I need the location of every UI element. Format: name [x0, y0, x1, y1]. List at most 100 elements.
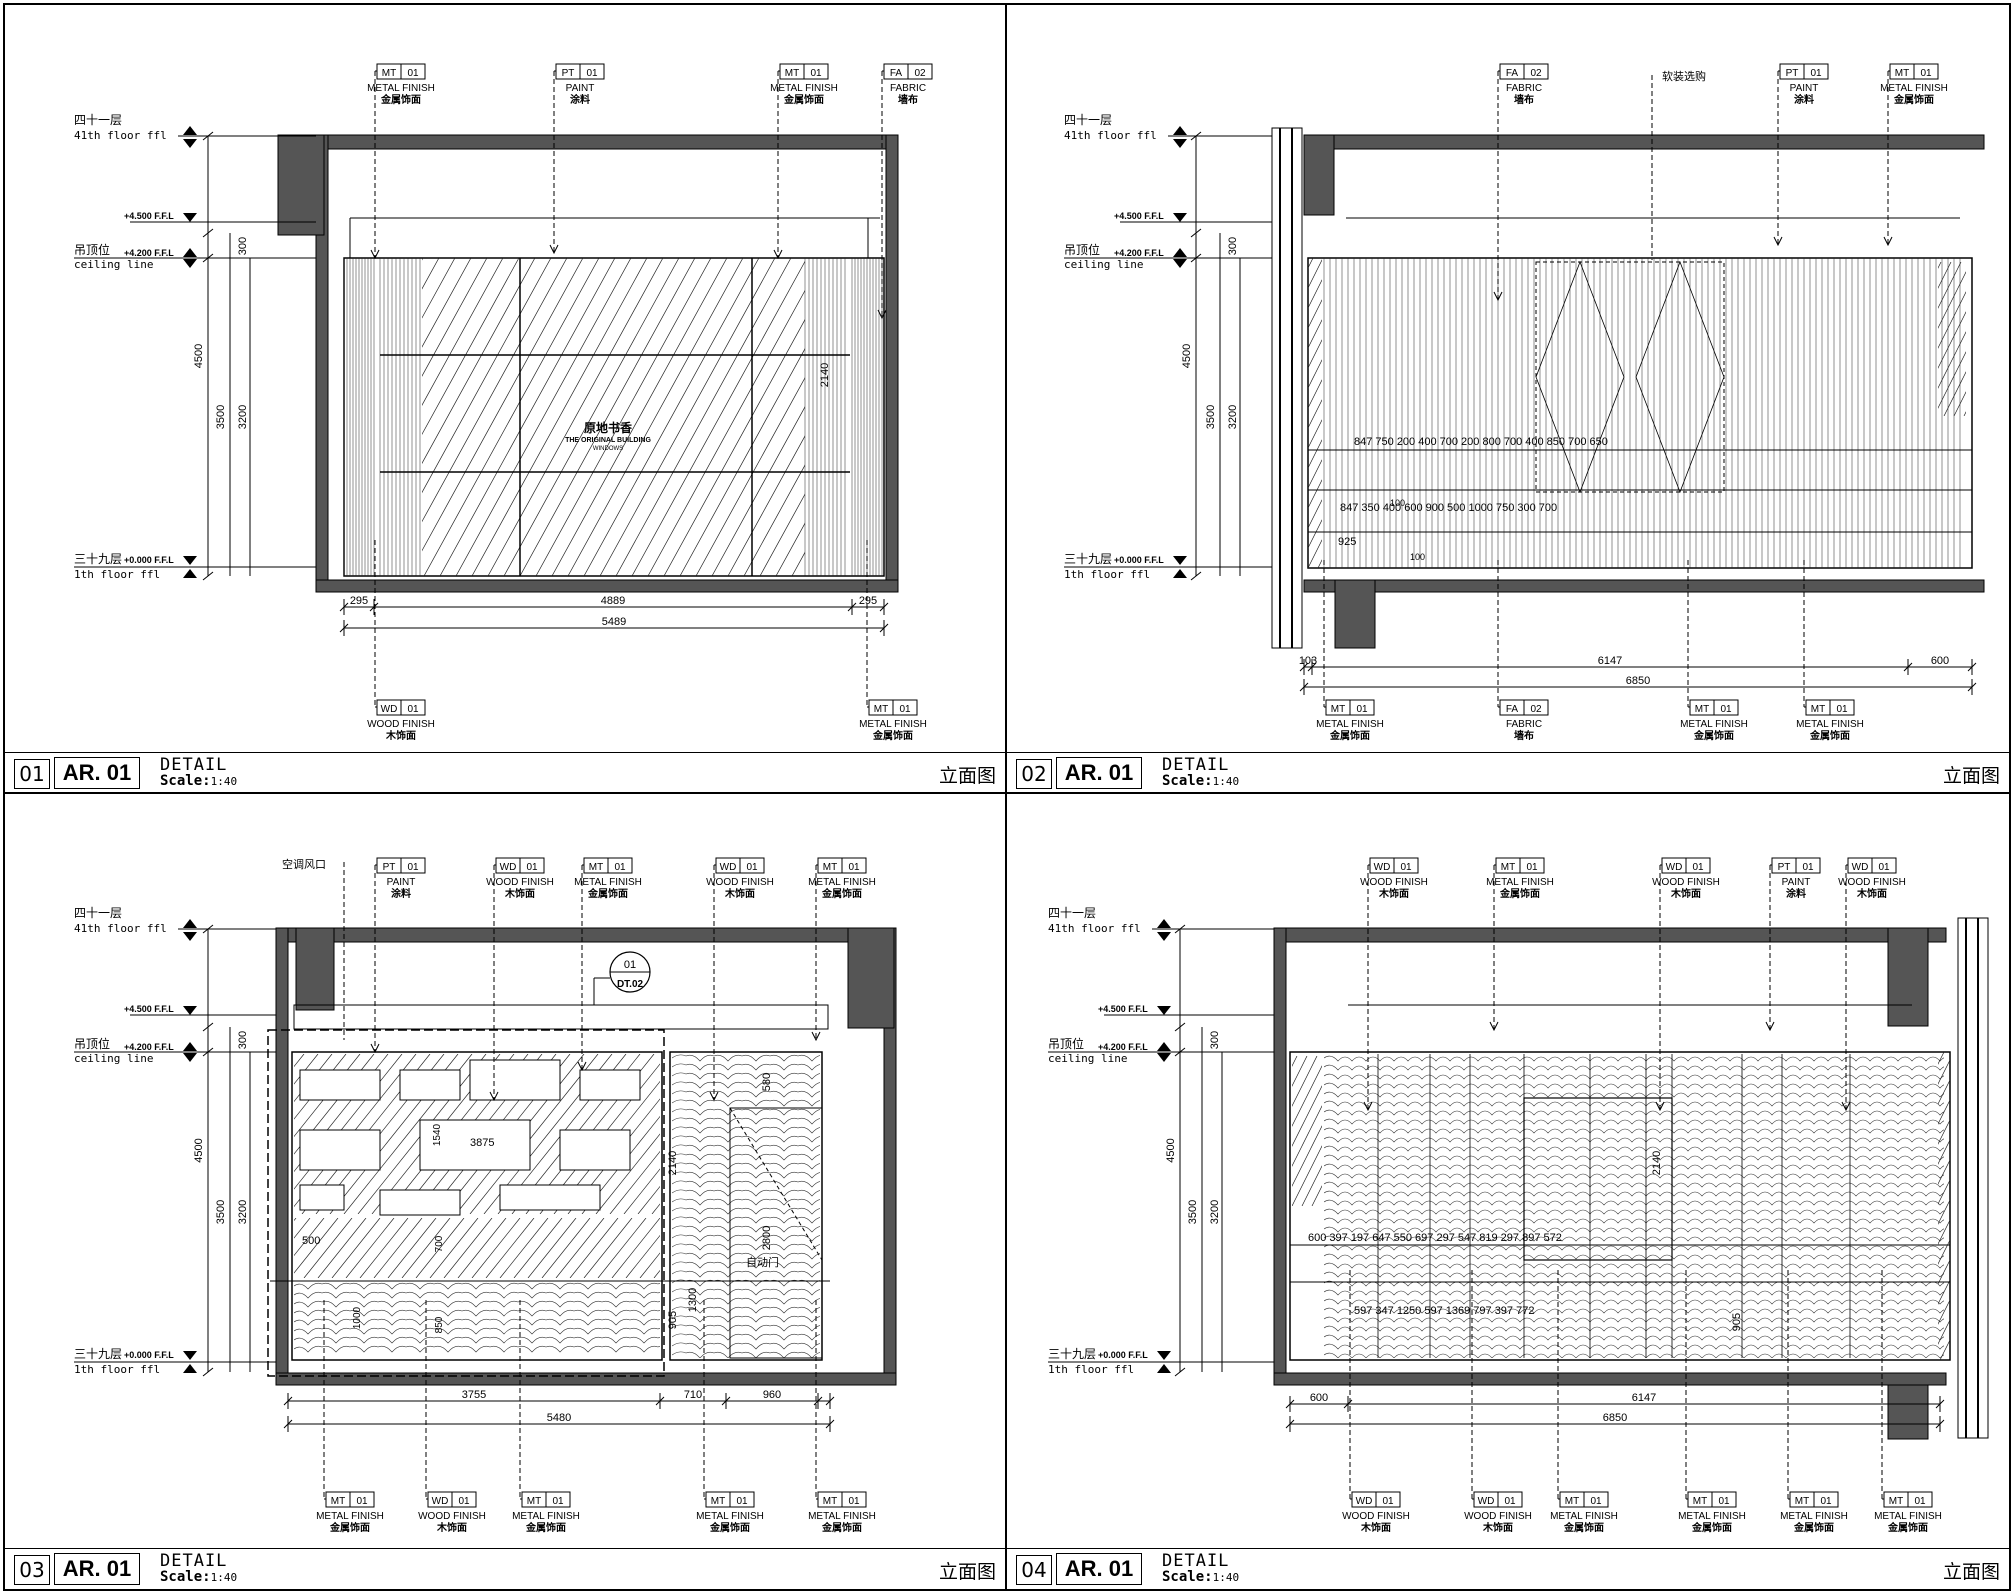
tag-number: 01 — [407, 68, 419, 79]
hatch-line — [1938, 1052, 1945, 1065]
dimension-label: 3500 — [215, 1200, 227, 1224]
leader-arrow — [811, 1031, 821, 1042]
level-marker — [1157, 1364, 1171, 1373]
display-wall — [291, 1051, 663, 1361]
level-top-label: 四十一层 — [1048, 906, 1096, 920]
dimension-label: 905 — [667, 1311, 679, 1329]
wood-base — [294, 1282, 660, 1353]
leader-arrow — [773, 249, 783, 260]
hatch-lines — [1730, 1052, 1950, 1360]
view-type: 立面图 — [1942, 765, 2000, 787]
hatch-line — [120, 258, 295, 576]
view-type: 立面图 — [938, 1561, 996, 1583]
metal-panel-right — [804, 258, 846, 576]
shelf-niche — [579, 1069, 641, 1101]
tag-material-en: WOOD FINISH — [418, 1511, 486, 1522]
counter-hatch — [294, 1218, 660, 1278]
dimension-label: 4500 — [1165, 1138, 1177, 1162]
hatch-line — [1152, 1056, 1227, 1206]
display-zone — [267, 1029, 665, 1377]
tag-no-box — [1813, 1491, 1839, 1508]
level-bottom-en: 1th floor ffl — [1048, 1363, 1134, 1376]
shelf-niche — [379, 1189, 461, 1216]
grain-line — [294, 1309, 660, 1317]
grain-line — [1324, 1127, 1944, 1134]
scale-label: Scale:1:40 — [160, 1569, 238, 1585]
tag-code: PT — [1778, 862, 1791, 873]
view-type: 立面图 — [938, 765, 996, 787]
hatch-lines — [1152, 1056, 1322, 1206]
dimension-label: 3200 — [237, 405, 249, 429]
hatch-line — [422, 258, 584, 552]
grain-line — [672, 1180, 820, 1188]
level-marker — [183, 1042, 197, 1051]
grain-line — [672, 1189, 820, 1197]
leader-arrow — [549, 244, 559, 255]
hatch-line — [1308, 399, 1322, 429]
level-marker — [183, 1351, 197, 1360]
hatch-line — [1854, 262, 1931, 416]
tag-material-cn: 金属饰面 — [872, 729, 913, 742]
tag-no-box — [1519, 857, 1545, 874]
dim-tick — [1190, 131, 1202, 141]
tag-material-cn: 金属饰面 — [1893, 93, 1934, 106]
hatch-line — [359, 1218, 409, 1278]
grain-lines — [294, 1282, 660, 1353]
tag-material-cn: 金属饰面 — [1563, 1521, 1604, 1534]
hatch-line — [1730, 1052, 1884, 1360]
tag-material-cn: 金属饰面 — [1329, 729, 1370, 742]
wood-wall — [1289, 1051, 1951, 1361]
tag-material-cn: 木饰面 — [1856, 887, 1887, 900]
hatch-line — [1038, 258, 1193, 568]
tag-code: MT — [382, 68, 396, 79]
grain-line — [1324, 1181, 1944, 1188]
hatch-line — [294, 1218, 325, 1257]
dimension-label: 5480 — [547, 1412, 571, 1424]
tag-material-en: PAINT — [1790, 83, 1819, 94]
hatch-line — [1740, 1052, 1894, 1360]
dim-tick — [825, 1419, 835, 1429]
tag-material-en: METAL FINISH — [770, 83, 838, 94]
grain-line — [1324, 1253, 1944, 1260]
note-label: 软装选购 — [1662, 69, 1706, 83]
hatch-line — [429, 1218, 479, 1278]
tag-code: MT — [711, 1496, 725, 1507]
slab-bottom — [1303, 579, 1985, 593]
dim-tick — [202, 1047, 214, 1057]
hatch-line — [551, 258, 728, 576]
dimension-row: 597 347 1250 597 1369 797 397 772 — [1354, 1305, 1534, 1317]
tag-code: MT — [823, 1496, 837, 1507]
hatch-line — [471, 1218, 521, 1278]
tag-material-en: METAL FINISH — [1680, 719, 1748, 730]
tag-no-box — [739, 857, 765, 874]
hatch-line — [631, 260, 805, 576]
grain-line — [1324, 1343, 1944, 1350]
hatch-line — [162, 1054, 290, 1214]
window-frame — [1271, 127, 1303, 649]
dim-tick — [655, 1396, 665, 1406]
column-base — [1334, 579, 1376, 649]
edge-hatch — [1152, 1056, 1322, 1206]
dim-tick — [1190, 571, 1202, 581]
logo-cn: 原地书香 — [584, 420, 632, 435]
slab-top — [1303, 134, 1985, 150]
dim-tick — [1903, 662, 1913, 672]
hatch-lines — [294, 1218, 660, 1278]
dim-tick — [283, 1396, 293, 1406]
tag-no-box — [400, 699, 426, 716]
tag-no-box — [400, 63, 426, 80]
grain-line — [294, 1318, 660, 1326]
ceiling-label: 吊顶位 — [74, 1036, 110, 1051]
grain-line — [672, 1117, 820, 1125]
overall-dimension: 5480 — [283, 1412, 835, 1432]
dim-tick — [202, 253, 214, 263]
hatch-line — [1938, 1139, 1950, 1165]
hatch-line — [422, 258, 440, 290]
hatch-line — [1938, 331, 1966, 389]
